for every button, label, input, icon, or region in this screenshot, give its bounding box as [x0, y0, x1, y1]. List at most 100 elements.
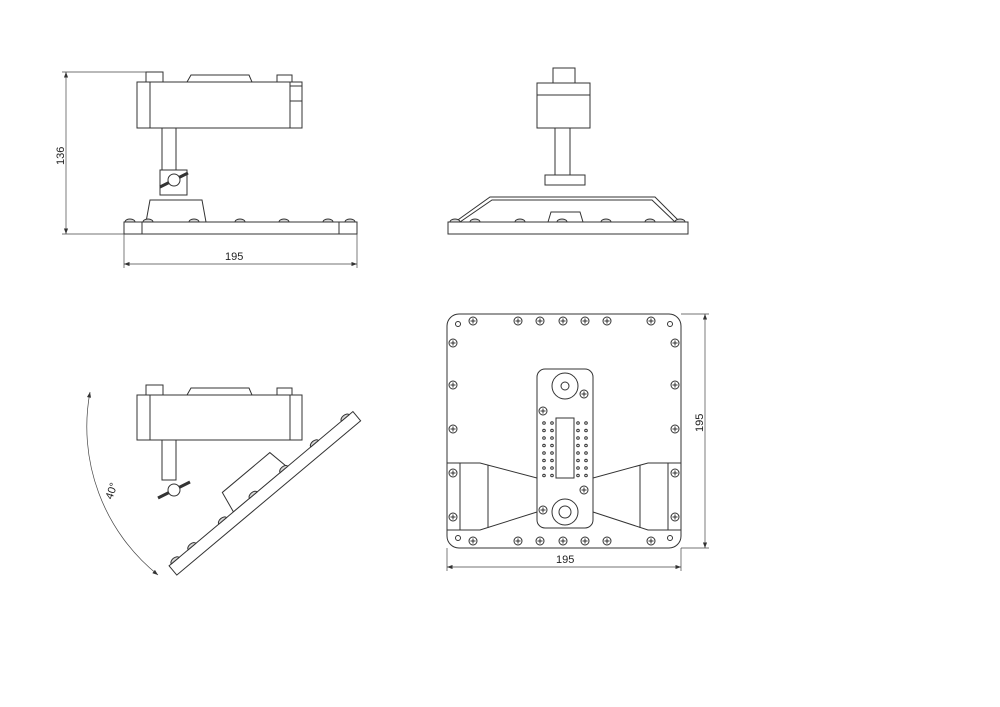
- tilt-angle-label: 40°: [104, 481, 121, 501]
- bolt-head: [644, 218, 656, 223]
- screw-icon: [468, 536, 478, 546]
- screw-icon: [538, 406, 548, 416]
- screw-icon: [670, 512, 680, 522]
- screw-icon: [513, 536, 523, 546]
- track-adapter-tab: [276, 74, 293, 83]
- vent-hole: [542, 466, 546, 470]
- bottom-width-label: 195: [556, 554, 574, 566]
- lamp-plate: [447, 221, 689, 235]
- screw-icon: [602, 316, 612, 326]
- screw-icon: [670, 338, 680, 348]
- screw-icon: [448, 380, 458, 390]
- pivot-knob: [167, 483, 181, 497]
- vent-hole: [542, 443, 546, 448]
- screw-icon: [535, 316, 545, 326]
- vent-hole: [550, 451, 554, 455]
- vent-hole: [576, 451, 580, 455]
- vent-hole: [584, 458, 588, 463]
- mounting-hole: [667, 321, 673, 327]
- screw-icon: [558, 316, 568, 326]
- vent-hole: [584, 473, 588, 478]
- track-adapter-tab: [552, 67, 576, 84]
- front-view: 136 195: [55, 71, 358, 268]
- bolt-head: [234, 218, 246, 223]
- screw-icon: [513, 316, 523, 326]
- vent-hole: [542, 428, 546, 433]
- screw-icon: [602, 536, 612, 546]
- bolt-head: [309, 439, 320, 448]
- vent-hole: [542, 473, 546, 478]
- top-mount-boss: [551, 372, 579, 400]
- tilted-view: 40°: [86, 384, 362, 576]
- lamp-plate: [168, 410, 362, 576]
- bolt-head: [124, 218, 136, 223]
- mounting-hole: [667, 535, 673, 541]
- screw-icon: [558, 536, 568, 546]
- bolt-head: [142, 218, 154, 223]
- bolt-head: [344, 218, 356, 223]
- screw-icon: [579, 485, 589, 495]
- front-height-label: 136: [55, 147, 67, 165]
- bolt-head: [217, 516, 228, 525]
- vent-hole: [584, 428, 588, 433]
- bolt-head: [188, 218, 200, 223]
- screw-icon: [448, 338, 458, 348]
- vent-hole: [550, 436, 554, 440]
- lamp-plate: [123, 221, 358, 235]
- vent-hole: [576, 466, 580, 470]
- pivot-knob: [167, 173, 181, 187]
- vent-hole: [576, 428, 580, 433]
- track-adapter-tab: [145, 71, 164, 83]
- screw-icon: [646, 316, 656, 326]
- side-view: [447, 67, 689, 235]
- screw-icon: [448, 424, 458, 434]
- bolt-head: [600, 218, 612, 223]
- screw-icon: [670, 468, 680, 478]
- vent-hole: [550, 466, 554, 470]
- adapter-cover: [186, 74, 253, 83]
- screw-icon: [580, 536, 590, 546]
- screw-icon: [468, 316, 478, 326]
- stem: [161, 439, 177, 481]
- driver-housing: [536, 82, 591, 129]
- vent-hole: [542, 451, 546, 455]
- vent-hole: [584, 443, 588, 448]
- stem: [161, 127, 177, 171]
- vent-hole: [542, 458, 546, 463]
- bottom-view: 195 195: [446, 313, 709, 571]
- vent-hole: [576, 421, 580, 425]
- vent-hole: [576, 436, 580, 440]
- driver-housing: [136, 394, 303, 441]
- bottom-height-label: 195: [694, 414, 706, 432]
- vent-hole: [584, 436, 588, 440]
- mounting-bracket: [454, 196, 681, 223]
- vent-hole: [584, 451, 588, 455]
- bolt-head: [248, 490, 258, 500]
- bottom-mount-boss: [551, 498, 579, 526]
- bolt-head: [187, 542, 197, 551]
- pivot-knob: [544, 174, 586, 186]
- driver-housing: [136, 81, 303, 129]
- screw-icon: [448, 512, 458, 522]
- vent-hole: [550, 443, 554, 448]
- bolt-head: [556, 218, 568, 223]
- screw-icon: [670, 424, 680, 434]
- bolt-head: [449, 218, 461, 223]
- bolt-head: [279, 465, 289, 474]
- bolt-head: [278, 218, 290, 223]
- vent-hole: [542, 436, 546, 440]
- bolt-head: [322, 218, 334, 223]
- vent-hole: [576, 443, 580, 448]
- screw-icon: [535, 536, 545, 546]
- vent-hole: [550, 421, 554, 425]
- bolt-head: [170, 556, 180, 565]
- bolt-head: [674, 218, 686, 223]
- screw-icon: [538, 505, 548, 515]
- vent-hole: [550, 458, 554, 463]
- mounting-hole: [455, 321, 461, 327]
- vent-hole: [584, 466, 588, 470]
- base-mount: [145, 199, 207, 223]
- mounting-hole: [455, 535, 461, 541]
- bolt-head: [514, 218, 526, 223]
